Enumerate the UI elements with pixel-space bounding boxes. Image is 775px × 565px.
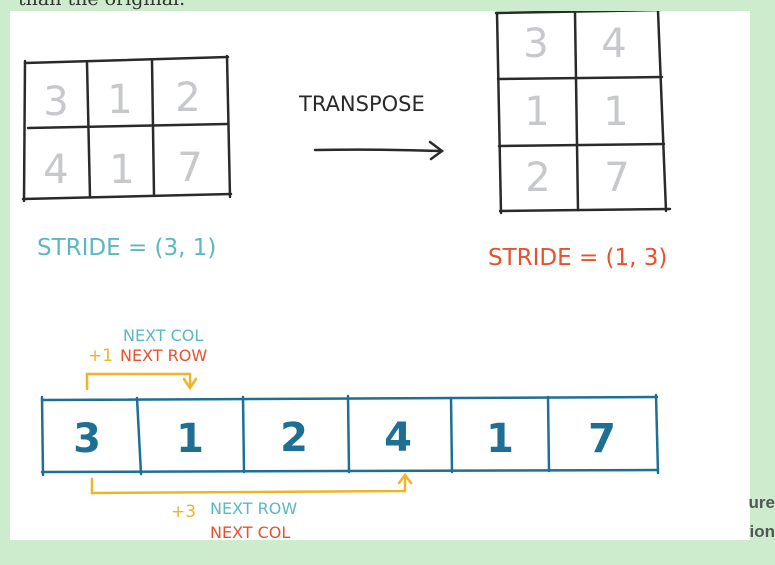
memory-cells: 3 1 2 4 1 7 <box>73 415 616 462</box>
left-matrix-cell: 1 <box>109 147 134 193</box>
left-stride-label: STRIDE = (3, 1) <box>37 235 216 261</box>
memory-cell: 4 <box>384 415 412 461</box>
diagram-canvas: 3 1 2 4 1 7 STRIDE = (3, 1) TRANSPOSE 3 … <box>10 8 750 542</box>
top-step-arrow <box>85 372 198 391</box>
right-matrix-cell: 2 <box>525 155 550 201</box>
right-matrix-cells: 3 4 1 1 2 7 <box>523 21 629 201</box>
bottom-step-amount: +3 <box>171 502 196 522</box>
memory-cell: 1 <box>176 416 204 462</box>
bottom-step-label-red: NEXT COL <box>210 523 290 540</box>
top-step-amount: +1 <box>88 346 113 366</box>
right-matrix <box>494 8 672 215</box>
top-caption-fragment: than the original. <box>18 0 185 10</box>
left-matrix-cell: 2 <box>175 75 200 121</box>
top-step-label-red: NEXT ROW <box>120 346 207 365</box>
bottom-step-arrow <box>90 472 413 495</box>
memory-cell: 7 <box>588 416 616 462</box>
left-matrix-cell: 4 <box>43 147 68 193</box>
left-matrix-cell: 3 <box>43 79 68 125</box>
right-matrix-cell: 3 <box>523 21 548 67</box>
right-matrix-cell: 7 <box>604 155 629 201</box>
memory-strip <box>40 393 660 477</box>
left-matrix <box>21 54 233 203</box>
top-step-label-teal: NEXT COL <box>123 326 203 345</box>
memory-cell: 2 <box>280 415 308 461</box>
bottom-step-label-teal: NEXT ROW <box>210 499 297 518</box>
memory-cell: 3 <box>73 416 101 462</box>
side-caption-operation: operation <box>749 522 775 541</box>
memory-cell: 1 <box>486 416 514 462</box>
side-caption-figure: Figure <box>749 493 775 512</box>
right-matrix-cell: 1 <box>603 89 628 135</box>
transpose-label: TRANSPOSE <box>298 92 425 116</box>
left-matrix-cell: 7 <box>177 145 202 191</box>
left-matrix-cell: 1 <box>107 77 132 123</box>
right-matrix-cell: 1 <box>524 89 549 135</box>
right-stride-label: STRIDE = (1, 3) <box>488 245 667 271</box>
stride-diagram: 3 1 2 4 1 7 STRIDE = (3, 1) TRANSPOSE 3 … <box>21 8 672 542</box>
transpose-arrow <box>313 140 445 161</box>
right-matrix-cell: 4 <box>601 21 626 67</box>
left-matrix-cells: 3 1 2 4 1 7 <box>43 75 202 193</box>
